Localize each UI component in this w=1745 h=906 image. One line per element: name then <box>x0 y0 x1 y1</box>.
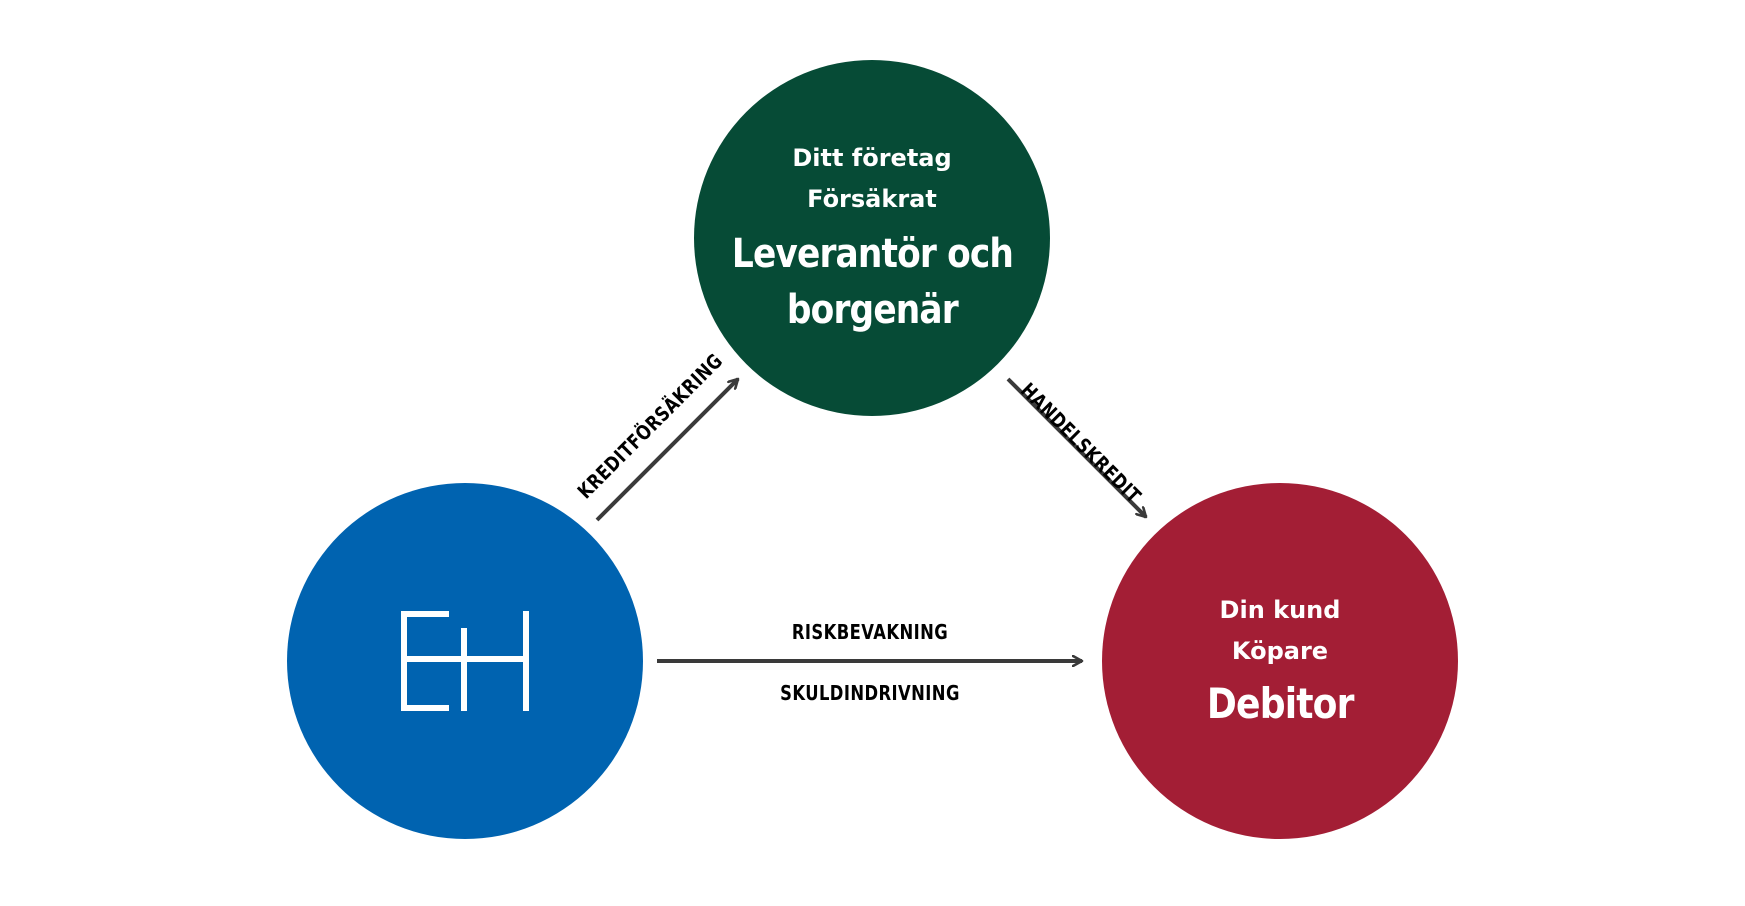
node-right-title: Debitor <box>1206 679 1354 728</box>
node-din-kund: Din kund Köpare Debitor <box>1102 483 1458 839</box>
arrow-kreditforsakring <box>595 377 740 522</box>
node-top-title-line2: borgenär <box>786 287 959 333</box>
node-top-title-line1: Leverantör och <box>731 231 1013 277</box>
node-right-line1: Din kund <box>1219 596 1341 624</box>
arrow-handelskredit <box>1006 377 1148 519</box>
node-top-line1: Ditt företag <box>792 144 952 172</box>
label-skuldindrivning: SKULDINDRIVNING <box>780 681 960 705</box>
node-top-line2: Försäkrat <box>807 185 937 213</box>
node-eh <box>287 483 643 839</box>
label-riskbevakning: RISKBEVAKNING <box>791 620 949 644</box>
eh-logo-icon <box>401 611 529 711</box>
node-ditt-foretag: Ditt företag Försäkrat Leverantör och bo… <box>694 60 1050 416</box>
node-right-line2: Köpare <box>1231 637 1329 665</box>
